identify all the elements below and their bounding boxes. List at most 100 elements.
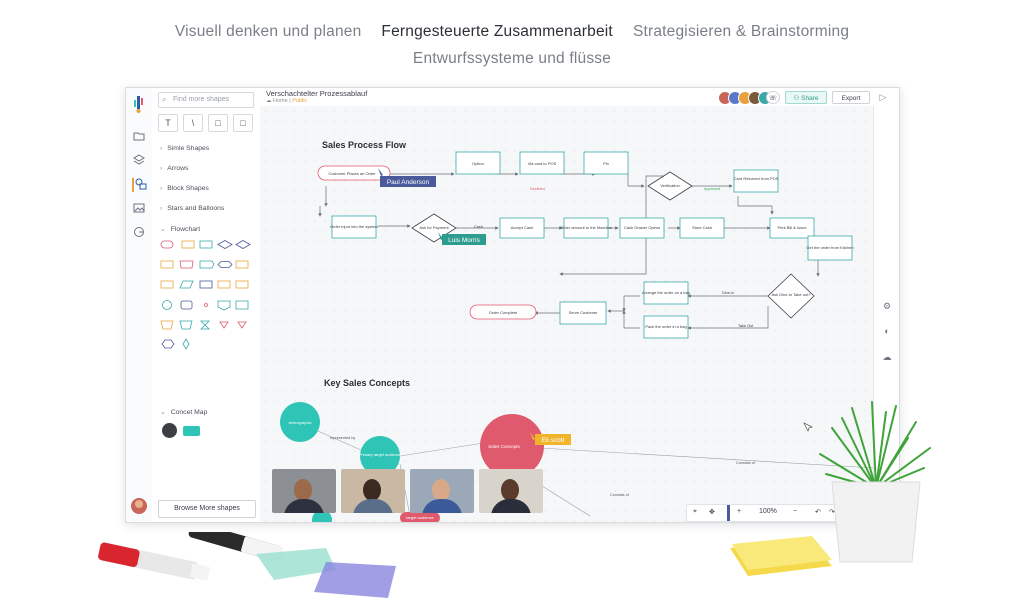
tab-design-systems[interactable]: Entwurfssysteme und flüsse — [412, 50, 612, 67]
svg-text:Cash Drawer Opens: Cash Drawer Opens — [624, 225, 660, 230]
svg-text:Print Bill & Issue: Print Bill & Issue — [777, 225, 807, 230]
undo-icon[interactable]: ↶ — [815, 509, 821, 516]
svg-text:Primary target audience: Primary target audience — [359, 452, 402, 457]
call-button[interactable]: ☏ — [766, 91, 780, 104]
flowchart-shape-grid[interactable] — [160, 238, 256, 353]
flow-node-order-machine[interactable]: Order amount to the Machine — [560, 217, 613, 239]
flow-node-pin[interactable]: Pin — [583, 151, 629, 175]
sticky-notes — [730, 536, 832, 576]
flow-node-pack-order[interactable]: Pack the order in a bag — [643, 315, 689, 339]
diagram-svg: Sales Process Flow Customer P — [280, 140, 874, 522]
select-tool-icon[interactable]: ⌖ — [693, 508, 697, 515]
concept-edge-consists-of-2: Consists of — [610, 493, 630, 497]
folder-icon[interactable] — [132, 130, 146, 144]
concept-edge-consists-of-1: Consists of — [736, 461, 756, 465]
diagram-canvas[interactable]: Sales Process Flow Customer P — [260, 106, 874, 522]
video-participant-2[interactable] — [341, 469, 405, 513]
edge-label-take-out: Take Out — [738, 324, 754, 328]
flow-node-complete[interactable]: Order Complete — [469, 304, 537, 320]
concept-node-demographic[interactable]: demographic — [280, 402, 320, 442]
page-settings-icon[interactable]: ⚙ — [882, 301, 892, 311]
cursor-luis-morris: Luis Morris — [438, 232, 486, 245]
concept-node-dark-swatch[interactable] — [162, 423, 177, 438]
present-play-icon[interactable]: ▷ — [876, 91, 890, 104]
flow-node-store-cash[interactable]: Store Cash — [679, 217, 725, 239]
breadcrumb-home[interactable]: Home — [273, 98, 288, 104]
browse-more-shapes-button[interactable]: Browse More shapes — [158, 500, 256, 518]
feature-tabs: Visuell denken und planen Ferngesteuerte… — [0, 18, 1024, 72]
redo-icon[interactable]: ↷ — [829, 509, 835, 516]
flow-node-print-bill[interactable]: Print Bill & Issue — [769, 217, 815, 239]
tab-strategize-brainstorm[interactable]: Strategisieren & Brainstorming — [632, 23, 850, 40]
edge-label-dine-in: Dine-in — [722, 291, 734, 295]
collaborator-avatars[interactable] — [718, 91, 772, 105]
image-icon[interactable] — [132, 202, 146, 216]
pan-tool-icon[interactable]: ✥ — [709, 509, 715, 516]
line-tool-button[interactable]: \ — [183, 114, 203, 132]
theme-palette-icon[interactable]: ◐ — [884, 326, 890, 336]
zoom-in-button[interactable]: + — [737, 508, 742, 515]
flow-node-card-pos[interactable]: Via card to POS — [519, 151, 565, 175]
flow-node-verification[interactable]: Verification — [647, 171, 693, 201]
share-label: Share — [801, 95, 819, 102]
category-stars-balloons[interactable]: ›Stars and Balloons — [160, 205, 224, 212]
flow-node-option[interactable]: Option — [455, 151, 501, 175]
concept-node-partial[interactable] — [312, 510, 332, 522]
text-tool-button[interactable]: T — [158, 114, 178, 132]
svg-text:Card Returned from POS: Card Returned from POS — [734, 176, 779, 181]
flow-node-ask-dine[interactable]: Ask Dine-In Take out? — [767, 273, 815, 319]
shape-search-input[interactable]: ⌕ Find more shapes — [158, 92, 254, 108]
svg-text:Order amount to the Machine: Order amount to the Machine — [560, 225, 613, 230]
video-participant-1[interactable] — [272, 469, 336, 513]
category-concept-map[interactable]: ⌄Concet Map — [160, 408, 207, 416]
flow-node-start[interactable]: Customer Places an Order — [317, 165, 391, 181]
flow-node-order-input[interactable]: Order input into the system — [330, 215, 379, 239]
concept-node-target-audience[interactable]: target audience — [400, 512, 440, 522]
flow-node-card-returned[interactable]: Card Returned from POS — [734, 169, 779, 193]
category-label: Arrows — [167, 165, 189, 172]
frame-tool-button[interactable]: □ — [233, 114, 253, 132]
desk-items-markers — [98, 532, 396, 598]
concept-node-teal-swatch[interactable] — [183, 426, 200, 436]
flow-node-get-order[interactable]: Get the order from Kitchen — [806, 235, 854, 261]
tab-visual-thinking[interactable]: Visuell denken und planen — [174, 23, 362, 40]
breadcrumb-status[interactable]: Public — [292, 98, 308, 104]
shapes-panel: ⌕ Find more shapes T \ □ □ ›Simle Shapes… — [152, 88, 261, 522]
flow-node-arrange-tray[interactable]: Arrange the order on a tray — [642, 281, 690, 305]
video-participant-4[interactable] — [479, 469, 543, 513]
comment-icon[interactable]: ☁ — [882, 352, 892, 362]
export-button[interactable]: Export — [832, 91, 870, 104]
app-logo — [134, 96, 143, 113]
user-add-icon: ⚇ — [793, 95, 800, 102]
zoom-out-button[interactable]: − — [793, 508, 798, 515]
flow-node-accept-cash[interactable]: Accept Cash — [499, 217, 545, 239]
category-label: Concet Map — [170, 409, 208, 416]
concept-node-primary-target[interactable]: Primary target audience — [359, 436, 402, 476]
concepts-title: Key Sales Concepts — [324, 378, 410, 388]
divider — [727, 505, 730, 521]
category-block-shapes[interactable]: ›Block Shapes — [160, 185, 209, 192]
shapes-icon[interactable] — [132, 178, 148, 192]
svg-text:Order Complete: Order Complete — [489, 310, 518, 315]
integrations-icon[interactable] — [132, 226, 146, 240]
tab-remote-collaboration[interactable]: Ferngesteuerte Zusammenarbeit — [381, 23, 613, 40]
svg-text:demographic: demographic — [288, 420, 311, 425]
category-flowchart[interactable]: ⌄Flowchart — [160, 225, 200, 233]
user-avatar[interactable] — [131, 498, 147, 514]
flow-node-cash-drawer[interactable]: Cash Drawer Opens — [619, 217, 665, 239]
category-simple-shapes[interactable]: ›Simle Shapes — [160, 145, 209, 152]
svg-text:Via card to POS: Via card to POS — [528, 161, 557, 166]
flow-node-serve[interactable]: Serve Customer — [559, 301, 607, 325]
chevron-down-icon: ⌄ — [160, 226, 166, 233]
document-title[interactable]: Verschachtelter Prozessablauf — [266, 89, 368, 98]
share-button[interactable]: ⚇ Share — [785, 91, 827, 104]
category-arrows[interactable]: ›Arrows — [160, 165, 188, 172]
category-label: Simle Shapes — [167, 145, 210, 152]
svg-text:Pack the order in a bag: Pack the order in a bag — [645, 324, 686, 329]
chevron-right-icon: › — [160, 205, 163, 212]
layers-icon[interactable] — [132, 154, 146, 168]
note-tool-button[interactable]: □ — [208, 114, 228, 132]
video-participant-3[interactable] — [410, 469, 474, 513]
svg-text:Luis Morris: Luis Morris — [448, 237, 481, 244]
concept-node-sales-concepts[interactable]: Sales Concepts — [480, 414, 544, 478]
